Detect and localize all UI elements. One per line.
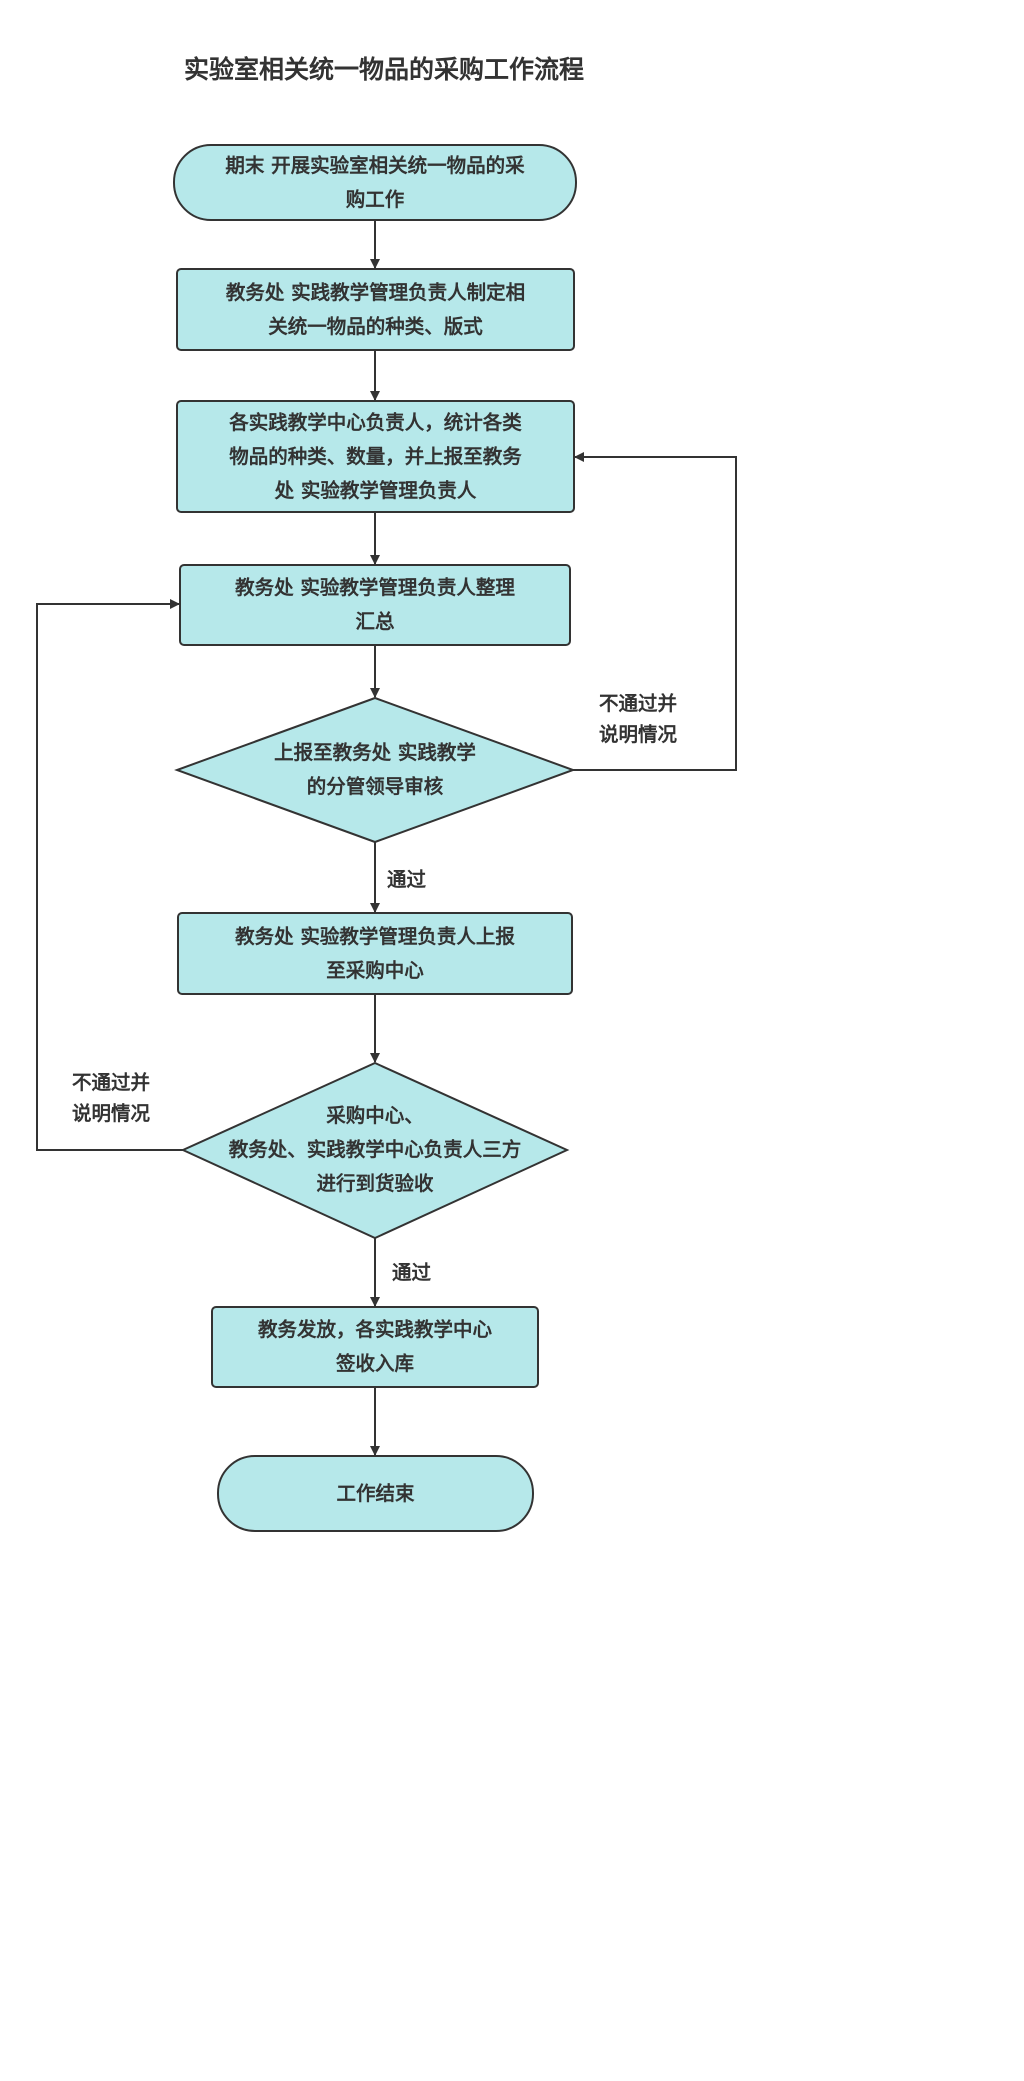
leader-review-label: 上报至教务处 实践教学 的分管领导审核 — [274, 741, 476, 798]
diagram-title: 实验室相关统一物品的采购工作流程 — [183, 55, 584, 84]
report-purchasing-label: 教务处 实验教学管理负责人上报 至采购中心 — [235, 924, 515, 982]
edge-review-reject-loop — [573, 452, 737, 771]
start-terminal-label: 期末 开展实验室相关统一物品的采 购工作 — [225, 153, 525, 211]
distribute-label: 教务发放，各实践教学中心 签收入库 — [257, 1318, 492, 1375]
review-reject-label: 不通过并 说明情况 — [599, 692, 678, 746]
define-types-label: 教务处 实践教学管理负责人制定相 关统一物品的种类、版式 — [225, 280, 526, 338]
end-terminal — [217, 1455, 534, 1532]
review-pass-label: 通过 — [387, 868, 427, 891]
flowchart-canvas — [36, 144, 737, 1532]
end-terminal-label: 工作结束 — [336, 1481, 415, 1505]
acceptance-reject-label: 不通过并 说明情况 — [72, 1071, 151, 1125]
edge-acceptance-reject-loop — [36, 599, 183, 1151]
acceptance-pass-label: 通过 — [392, 1261, 432, 1284]
acceptance-label: 采购中心、 教务处、实践教学中心负责人三方 进行到货验收 — [228, 1104, 522, 1195]
summarize-label: 教务处 实验教学管理负责人整理 汇总 — [235, 576, 515, 633]
center-stats-label: 各实践教学中心负责人，统计各类 物品的种类、数量，并上报至教务 处 实验教学管理… — [229, 410, 522, 502]
